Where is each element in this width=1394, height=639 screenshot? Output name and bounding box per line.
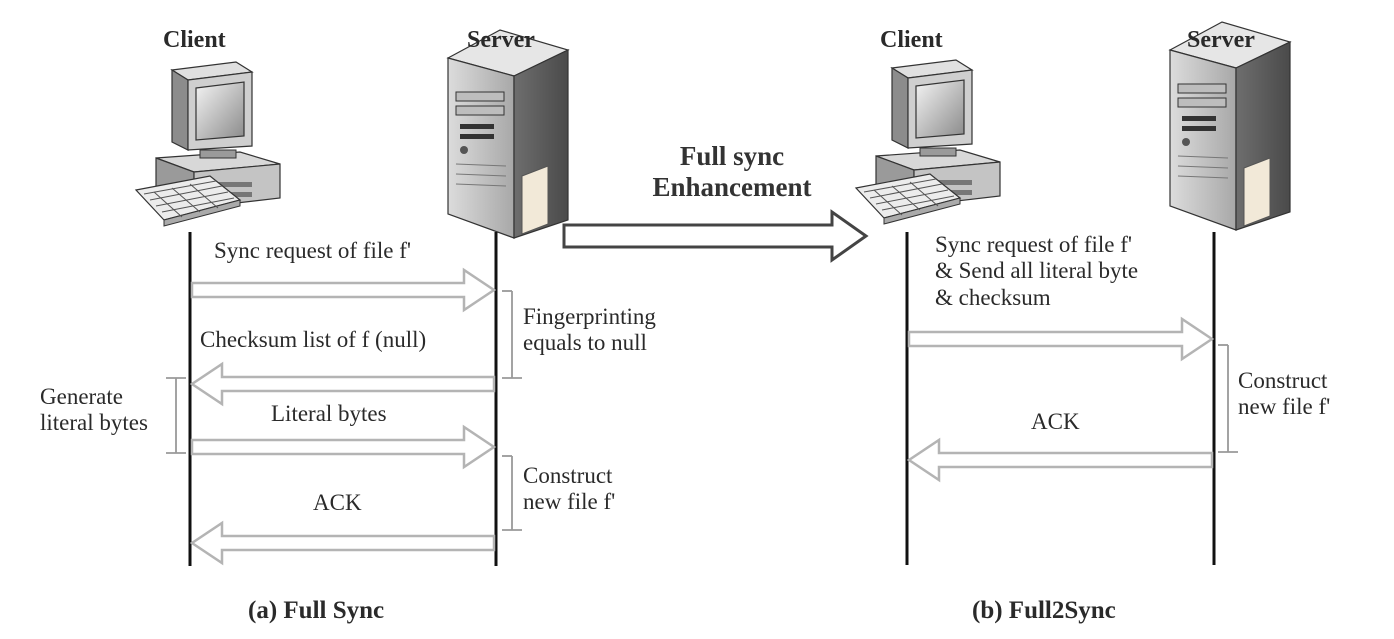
left-sync-request-arrow xyxy=(190,267,497,313)
enhancement-arrow xyxy=(562,209,869,263)
left-checksum-list-arrow xyxy=(189,361,496,407)
right-sync-request-label: Sync request of file f' & Send all liter… xyxy=(935,232,1139,310)
right-server-label: Server xyxy=(1187,27,1255,53)
left-sync-request-label: Sync request of file f' xyxy=(214,238,412,263)
fingerprinting-bracket xyxy=(502,290,522,379)
generate-literal-note: Generate literal bytes xyxy=(40,384,148,436)
left-construct-note: Construct new file f' xyxy=(523,463,616,515)
left-construct-bracket xyxy=(502,455,522,531)
right-caption: (b) Full2Sync xyxy=(972,597,1116,624)
right-construct-note: Construct new file f' xyxy=(1238,368,1331,420)
left-ack-label: ACK xyxy=(313,490,362,515)
right-construct-bracket xyxy=(1218,344,1238,453)
generate-bracket xyxy=(166,377,186,454)
right-sync-request-arrow xyxy=(907,316,1215,362)
left-client-label: Client xyxy=(163,27,226,53)
left-server-tower-icon xyxy=(447,29,569,239)
left-ack-arrow xyxy=(189,520,496,566)
right-client-label: Client xyxy=(880,27,943,53)
right-ack-arrow xyxy=(906,437,1214,483)
left-literal-bytes-label: Literal bytes xyxy=(271,401,387,426)
left-checksum-list-label: Checksum list of f (null) xyxy=(200,327,427,352)
enhancement-label: Full sync Enhancement xyxy=(652,141,812,203)
left-client-computer-icon xyxy=(135,61,281,227)
right-client-computer-icon xyxy=(855,59,1001,225)
right-ack-label: ACK xyxy=(1031,409,1080,434)
left-server-label: Server xyxy=(467,27,535,53)
fingerprinting-note: Fingerprinting equals to null xyxy=(523,304,656,356)
left-literal-bytes-arrow xyxy=(190,424,497,470)
left-caption: (a) Full Sync xyxy=(248,597,385,624)
